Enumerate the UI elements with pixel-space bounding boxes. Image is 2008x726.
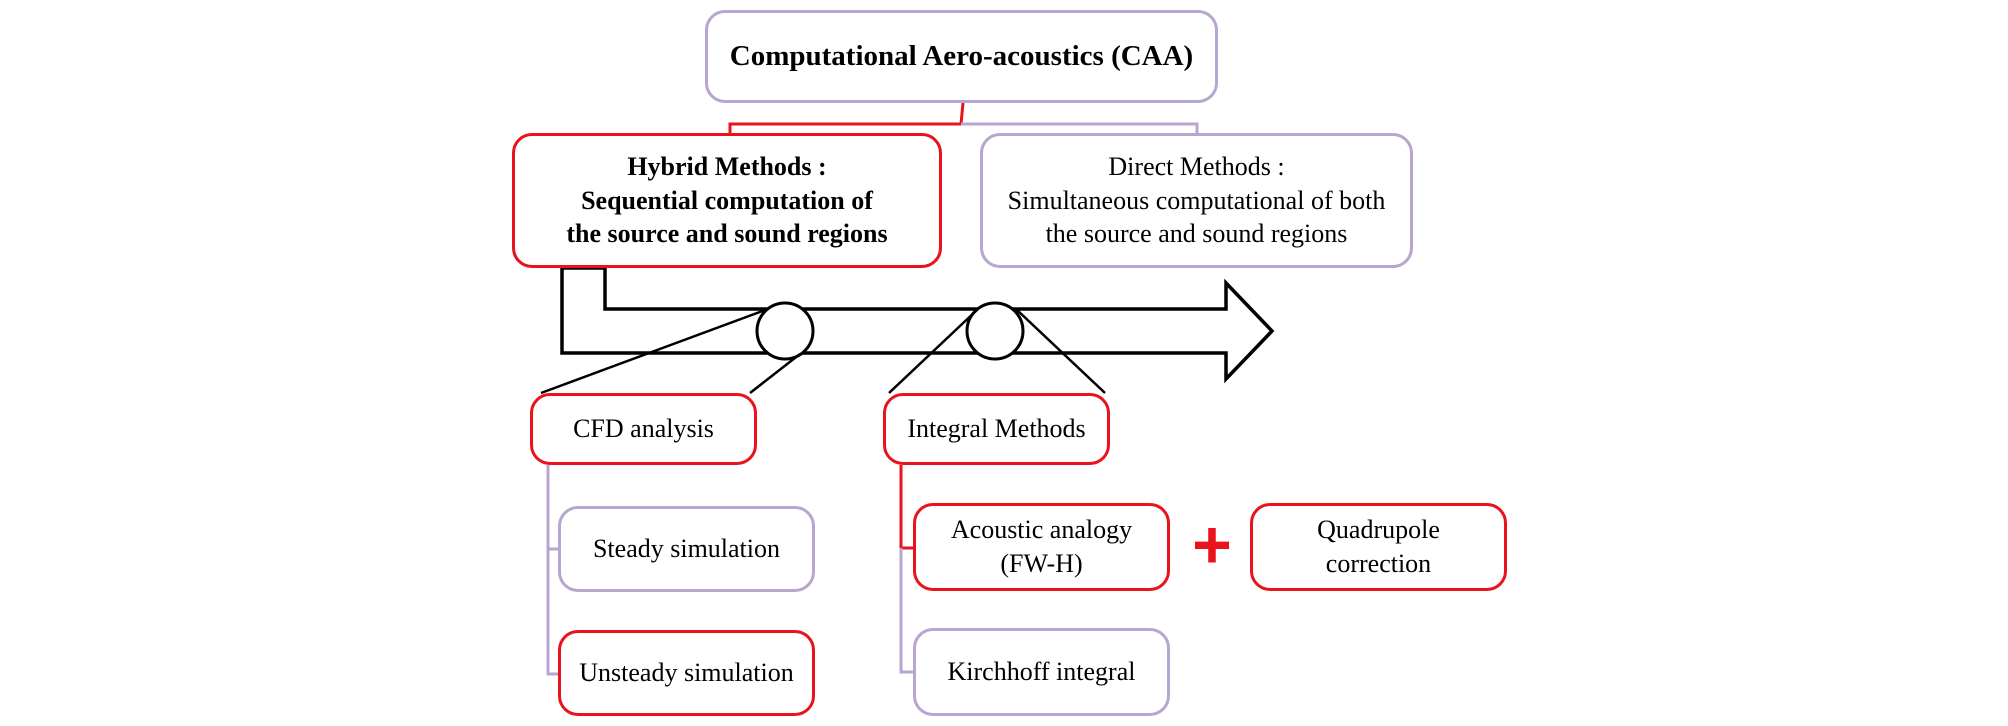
- node-quadrupole-correction: Quadrupole correction: [1250, 503, 1507, 591]
- fan-line-integral-left: [888, 308, 979, 394]
- tree-line-cfd: [546, 465, 558, 676]
- direct-line-3: the source and sound regions: [1045, 219, 1348, 249]
- node-steady-simulation: Steady simulation: [558, 506, 815, 592]
- cfd-label: CFD analysis: [573, 414, 714, 444]
- integral-label: Integral Methods: [907, 414, 1086, 444]
- stage-circle-integral: [965, 301, 1025, 361]
- fan-line-cfd-left: [540, 307, 769, 395]
- node-cfd-analysis: CFD analysis: [530, 393, 757, 465]
- connector-caa-hybrid: [728, 102, 965, 133]
- acoustic-line-2: (FW-H): [1000, 549, 1083, 578]
- node-hybrid-methods: Hybrid Methods : Sequential computation …: [512, 133, 942, 268]
- quadrupole-line-2: correction: [1325, 549, 1432, 578]
- direct-line-1: Direct Methods :: [1108, 151, 1285, 181]
- node-kirchhoff-integral: Kirchhoff integral: [913, 628, 1170, 716]
- node-caa: Computational Aero-acoustics (CAA): [705, 10, 1218, 103]
- connector-caa-direct: [961, 122, 1199, 133]
- caa-title: Computational Aero-acoustics (CAA): [729, 39, 1194, 72]
- kirchhoff-label: Kirchhoff integral: [947, 657, 1136, 687]
- fan-line-integral-right: [1015, 308, 1106, 394]
- steady-label: Steady simulation: [592, 534, 781, 564]
- direct-line-2: Simultaneous computational of both: [1007, 185, 1386, 215]
- node-integral-methods: Integral Methods: [883, 393, 1110, 465]
- process-arrow: [560, 266, 1275, 384]
- tree-line-integral-kirchhoff: [899, 548, 913, 674]
- hybrid-line-1: Hybrid Methods :: [627, 151, 827, 181]
- fan-line-cfd-right: [749, 353, 801, 394]
- hybrid-line-3: the source and sound regions: [566, 219, 888, 249]
- unsteady-label: Unsteady simulation: [579, 658, 794, 688]
- quadrupole-line-1: Quadrupole: [1317, 515, 1440, 545]
- node-acoustic-analogy: Acoustic analogy (FW-H): [913, 503, 1170, 591]
- stage-circle-cfd: [755, 301, 815, 361]
- node-direct-methods: Direct Methods : Simultaneous computatio…: [980, 133, 1413, 268]
- hybrid-line-2: Sequential computation of: [581, 185, 873, 215]
- acoustic-line-1: Acoustic analogy: [950, 515, 1133, 545]
- node-unsteady-simulation: Unsteady simulation: [558, 630, 815, 716]
- plus-operator: +: [1192, 507, 1232, 583]
- tree-line-integral-acoustic: [899, 465, 913, 550]
